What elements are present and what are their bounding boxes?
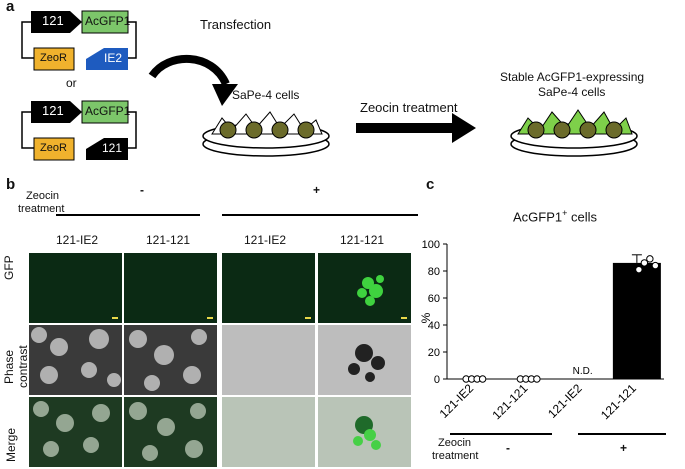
- data-point: [651, 261, 660, 270]
- dish-sape4: [202, 111, 330, 157]
- x-tick-label: 121-IE2: [545, 381, 585, 421]
- transfection-arrow: [148, 54, 230, 86]
- plasmid2-resistance-label: ZeoR: [40, 142, 67, 154]
- promoter-ie2-arrow: [86, 48, 128, 70]
- micrograph-merge-3: [222, 397, 315, 467]
- stable-label-line2: SaPe-4 cells: [538, 85, 606, 99]
- micrograph-gfp-4: [318, 253, 411, 323]
- nd-annotation: N.D.: [573, 366, 593, 377]
- chart-zeocin-line2: treatment: [432, 450, 479, 462]
- plasmid-2: [21, 100, 137, 161]
- plasmid1-ie2-label: IE2: [104, 51, 123, 65]
- plasmid2-121-label: 121: [102, 141, 123, 155]
- y-tick-label: 100: [422, 239, 440, 251]
- panel-a-diagram: [21, 10, 638, 161]
- plasmid2-gene-label: AcGFP1: [85, 104, 131, 118]
- y-axis-label: %: [419, 312, 433, 323]
- zeocin-treatment-label: Zeocin treatment: [360, 100, 458, 115]
- data-point: [640, 259, 649, 267]
- x-tick-label: 121-121: [598, 381, 639, 422]
- transfection-label: Transfection: [200, 17, 272, 32]
- bar: [612, 262, 661, 379]
- data-point: [533, 375, 541, 383]
- data-point: [635, 265, 643, 274]
- plus-label-b: +: [313, 183, 321, 197]
- minus-bracket-line: [56, 214, 200, 216]
- dish-stable: [510, 109, 638, 157]
- micrograph-merge-1: [29, 397, 122, 467]
- micrograph-phase-2: [124, 325, 217, 395]
- column-header-2: 121-121: [146, 233, 191, 247]
- sape4-cells-label: SaPe-4 cells: [232, 88, 300, 102]
- plasmid1-resistance-label: ZeoR: [40, 52, 67, 64]
- data-point: [646, 255, 654, 263]
- chart-minus-label: -: [506, 441, 510, 455]
- column-header-1: 121-IE2: [56, 233, 99, 247]
- micrograph-merge-4: [318, 397, 411, 467]
- stable-label-line1: Stable AcGFP1-expressing: [500, 70, 645, 84]
- plus-bracket-line: [222, 214, 418, 216]
- column-header-3: 121-IE2: [244, 233, 287, 247]
- plasmid2-promoter-label: 121: [42, 103, 64, 118]
- or-text: or: [66, 76, 77, 90]
- micrograph-phase-4: [318, 325, 411, 395]
- y-tick-label: 60: [428, 293, 440, 305]
- micrograph-phase-3: [222, 325, 315, 395]
- column-header-4: 121-121: [340, 233, 385, 247]
- x-tick-label: 121-IE2: [437, 381, 477, 421]
- y-tick-label: 40: [428, 320, 440, 332]
- panel-c-letter: c: [426, 176, 435, 193]
- micrograph-gfp-2: [124, 253, 217, 323]
- micrograph-gfp-3: [222, 253, 315, 323]
- plasmid1-promoter-label: 121: [42, 13, 64, 28]
- micrograph-gfp-1: [29, 253, 122, 323]
- panel-a-letter: a: [6, 0, 15, 15]
- y-tick-label: 20: [428, 347, 440, 359]
- chart-title-rest: cells: [567, 209, 598, 225]
- micrograph-merge-2: [124, 397, 217, 467]
- plasmid-1: [21, 10, 137, 71]
- chart-zeocin-line1: Zeocin: [438, 437, 472, 449]
- data-point: [478, 375, 487, 383]
- y-tick-label: 0: [434, 374, 440, 386]
- zeocin-arrow: [356, 123, 454, 133]
- chart-title: AcGFP1+ cells: [513, 208, 597, 224]
- y-tick-label: 80: [428, 266, 440, 278]
- micrograph-phase-1: [29, 325, 122, 395]
- zeocin-label-line1: Zeocin: [26, 190, 60, 202]
- minus-label-b: -: [140, 183, 144, 197]
- zeocin-label-line2: treatment: [18, 203, 65, 215]
- plasmid1-gene-label: AcGFP1: [85, 14, 131, 28]
- chart-title-sup: +: [562, 208, 568, 218]
- promoter-121-arrow: [31, 11, 82, 33]
- x-tick-label: 121-121: [489, 381, 530, 422]
- chart-plus-label: +: [620, 441, 628, 455]
- chart-title-main: AcGFP1: [513, 209, 563, 225]
- panel-b-letter: b: [6, 176, 16, 193]
